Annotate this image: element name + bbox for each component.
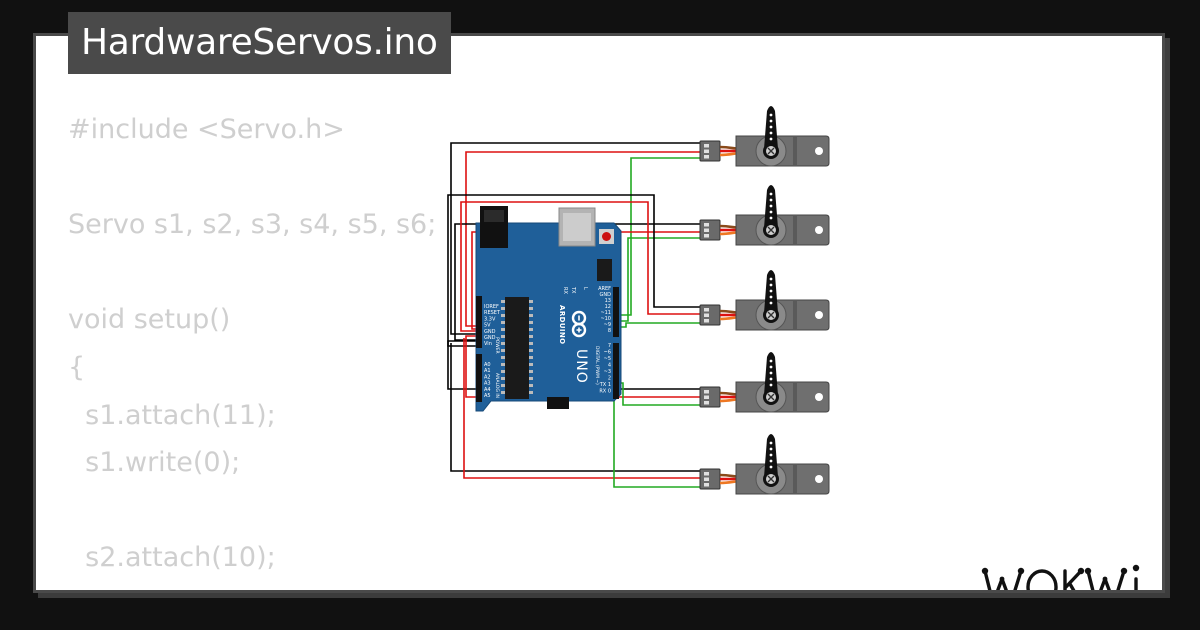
power-pin-label: 3.3V <box>484 316 496 322</box>
sketch-title: HardwareServos.ino <box>68 12 451 74</box>
board-name: UNO <box>573 349 589 384</box>
servo-connector <box>699 219 721 241</box>
servo-1[interactable] <box>699 106 830 167</box>
analog-pin-label: A5 <box>484 393 491 399</box>
led-label-l: L <box>582 287 588 290</box>
digital-pin-label: 7 <box>608 343 611 349</box>
microcontroller-chip <box>505 297 529 399</box>
wire-12 <box>616 382 708 406</box>
arduino-uno-board[interactable]: ARDUINO UNO IOREFRESET3.3V5VGNDGNDVinA0A… <box>475 206 622 412</box>
power-pin-label: RESET <box>484 310 501 316</box>
analog-header <box>476 354 482 402</box>
servo-connector <box>699 304 721 326</box>
wokwi-logo <box>981 564 1140 590</box>
wire-1 <box>450 142 708 335</box>
led-label-tx: TX <box>570 286 576 294</box>
servo-connector <box>699 468 721 490</box>
servo-connector <box>699 140 721 162</box>
wire-14 <box>463 338 708 479</box>
servos <box>699 106 830 495</box>
servo-5[interactable] <box>699 434 830 495</box>
servo-connector <box>699 386 721 408</box>
digital-pin-label: GND <box>600 292 612 298</box>
digital-section-label: DIGITAL (PWM ~) <box>594 346 600 385</box>
power-pin-label: Vin <box>484 341 492 347</box>
power-header <box>476 296 482 348</box>
wire-13 <box>450 343 708 472</box>
power-pin-label: GND <box>484 329 496 335</box>
code-text: #include <Servo.h> Servo s1, s2, s3, s4,… <box>68 114 437 590</box>
servo-3[interactable] <box>699 270 830 331</box>
icsp-header <box>597 259 612 281</box>
digital-pin-label: 4 <box>608 363 611 369</box>
analog-pin-label: A3 <box>484 381 491 387</box>
analog-pin-label: A0 <box>484 362 491 368</box>
power-pin-label: IOREF <box>484 304 499 310</box>
wire-8 <box>460 201 708 332</box>
digital-pin-label: RX 0 <box>599 389 611 395</box>
wire-9 <box>616 322 708 328</box>
board-brand: ARDUINO <box>558 305 566 345</box>
analog-pin-label: A2 <box>484 374 491 380</box>
arduino-logo <box>571 310 587 338</box>
digital-pin-label: 13 <box>605 298 611 304</box>
digital-pin-label: 8 <box>608 328 611 334</box>
analog-pin-label: A4 <box>484 387 491 393</box>
led-label-rx: RX <box>562 287 568 294</box>
wire-15 <box>613 373 708 488</box>
digital-pin-label: ~5 <box>604 356 611 362</box>
servo-4[interactable] <box>699 352 830 413</box>
wire-3 <box>616 157 708 316</box>
wire-7 <box>447 194 708 347</box>
digital-pin-label: ~10 <box>600 316 611 322</box>
digital-header-bottom <box>613 343 619 399</box>
digital-pin-label: ~3 <box>604 369 611 375</box>
servo-2[interactable] <box>699 185 830 246</box>
digital-pin-label: ~6 <box>604 350 611 356</box>
power-pin-label: 5V <box>484 323 491 329</box>
reset-button[interactable] <box>602 232 611 241</box>
wire-2 <box>465 151 708 327</box>
circuit-diagram: ARDUINO UNO IOREFRESET3.3V5VGNDGNDVinA0A… <box>447 106 830 495</box>
analog-pin-label: A1 <box>484 368 491 374</box>
power-section-label: POWER <box>494 337 500 354</box>
digital-pin-label: TX 1 <box>599 382 611 388</box>
digital-pin-label: ~9 <box>604 322 611 328</box>
wire-6 <box>616 237 708 322</box>
digital-header-top <box>613 287 619 337</box>
digital-pin-label: 2 <box>608 376 611 382</box>
wires <box>447 142 708 488</box>
digital-pin-label: 12 <box>605 304 611 310</box>
digital-pin-label: AREF <box>598 286 611 292</box>
power-pin-label: GND <box>484 335 496 341</box>
digital-pin-label: ~11 <box>600 310 611 316</box>
preview-card: #include <Servo.h> Servo s1, s2, s3, s4,… <box>33 33 1165 593</box>
analog-section-label: ANALOG IN <box>494 373 500 398</box>
